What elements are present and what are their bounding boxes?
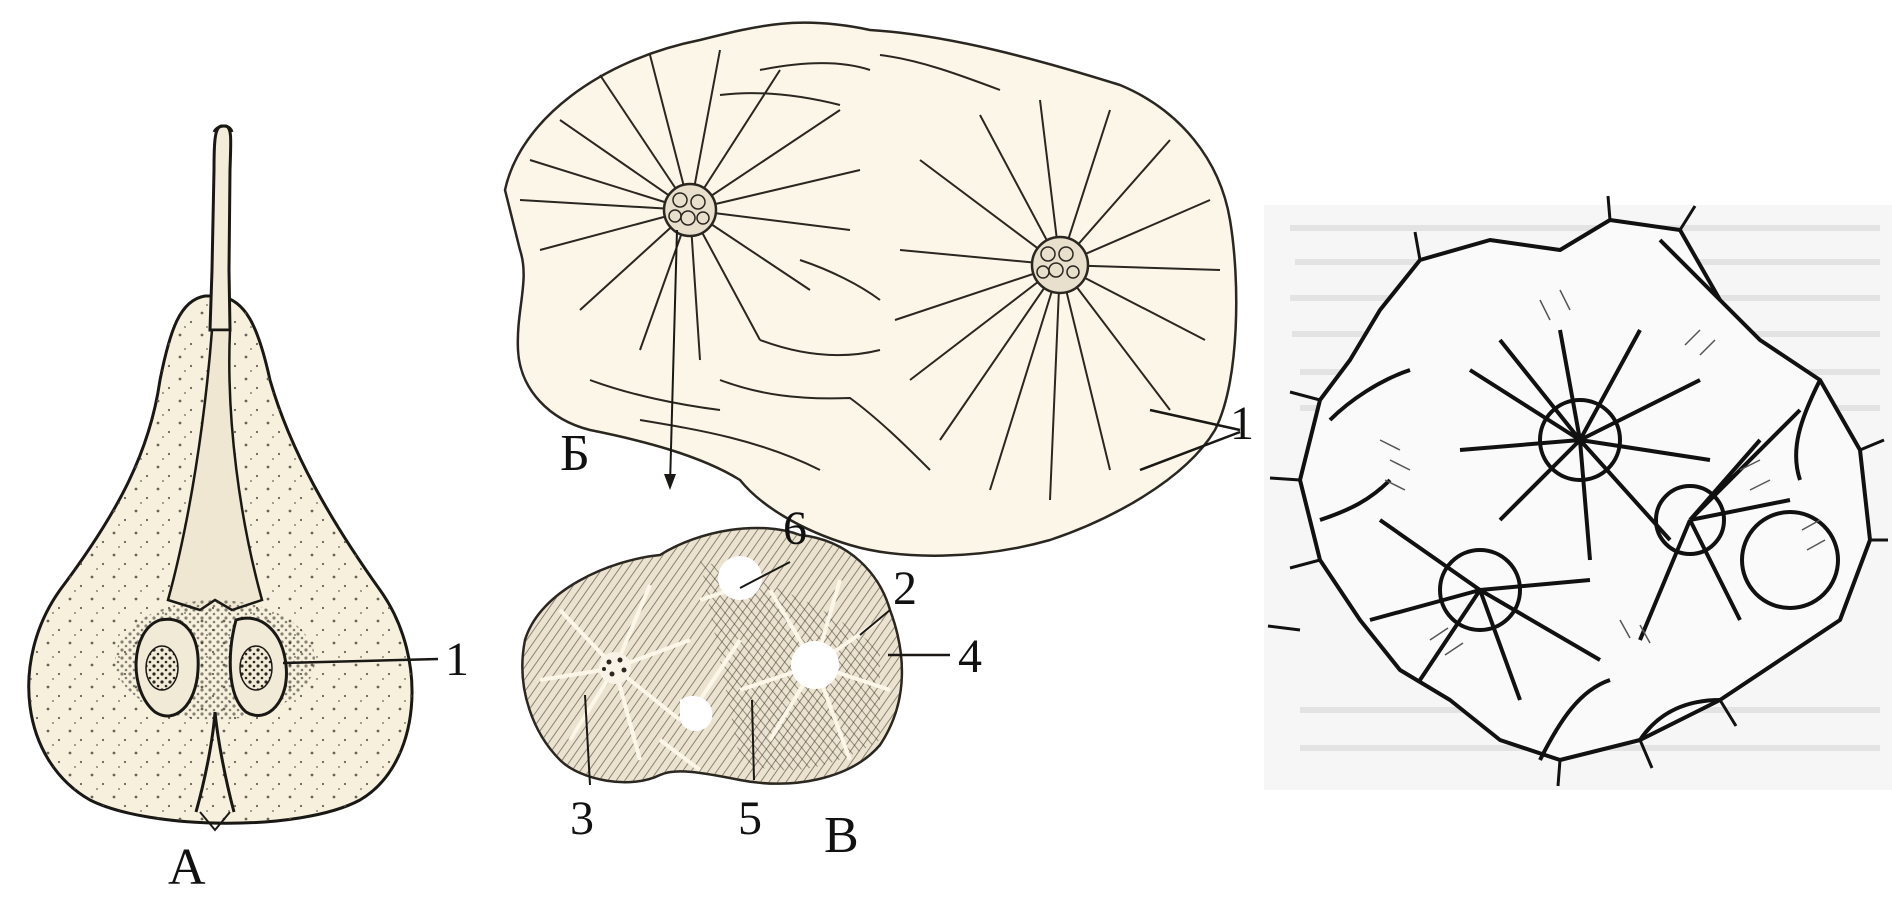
tissue-outline	[505, 23, 1236, 556]
pore-cavity-6	[718, 556, 762, 600]
label-3: 3	[570, 795, 594, 843]
label-5: 5	[738, 795, 762, 843]
label-4: 4	[958, 633, 982, 681]
label-6: 6	[783, 505, 807, 553]
sclereid-network-drawing	[1264, 196, 1892, 790]
cluster-center-left	[664, 184, 716, 236]
stone-cell-section-drawing	[522, 528, 950, 785]
seed-left	[136, 619, 198, 716]
label-panel-a: А	[168, 842, 206, 894]
label-panel-b: Б	[560, 428, 590, 480]
label-2: 2	[893, 565, 917, 613]
stone-cell-tissue-drawing	[505, 23, 1240, 556]
label-1-pear: 1	[445, 636, 469, 684]
pear-drawing	[29, 126, 438, 830]
pore-cavity-4	[791, 641, 839, 689]
label-panel-c: В	[824, 810, 859, 862]
pear-stalk	[210, 126, 231, 330]
label-1-b: 1	[1230, 400, 1254, 448]
